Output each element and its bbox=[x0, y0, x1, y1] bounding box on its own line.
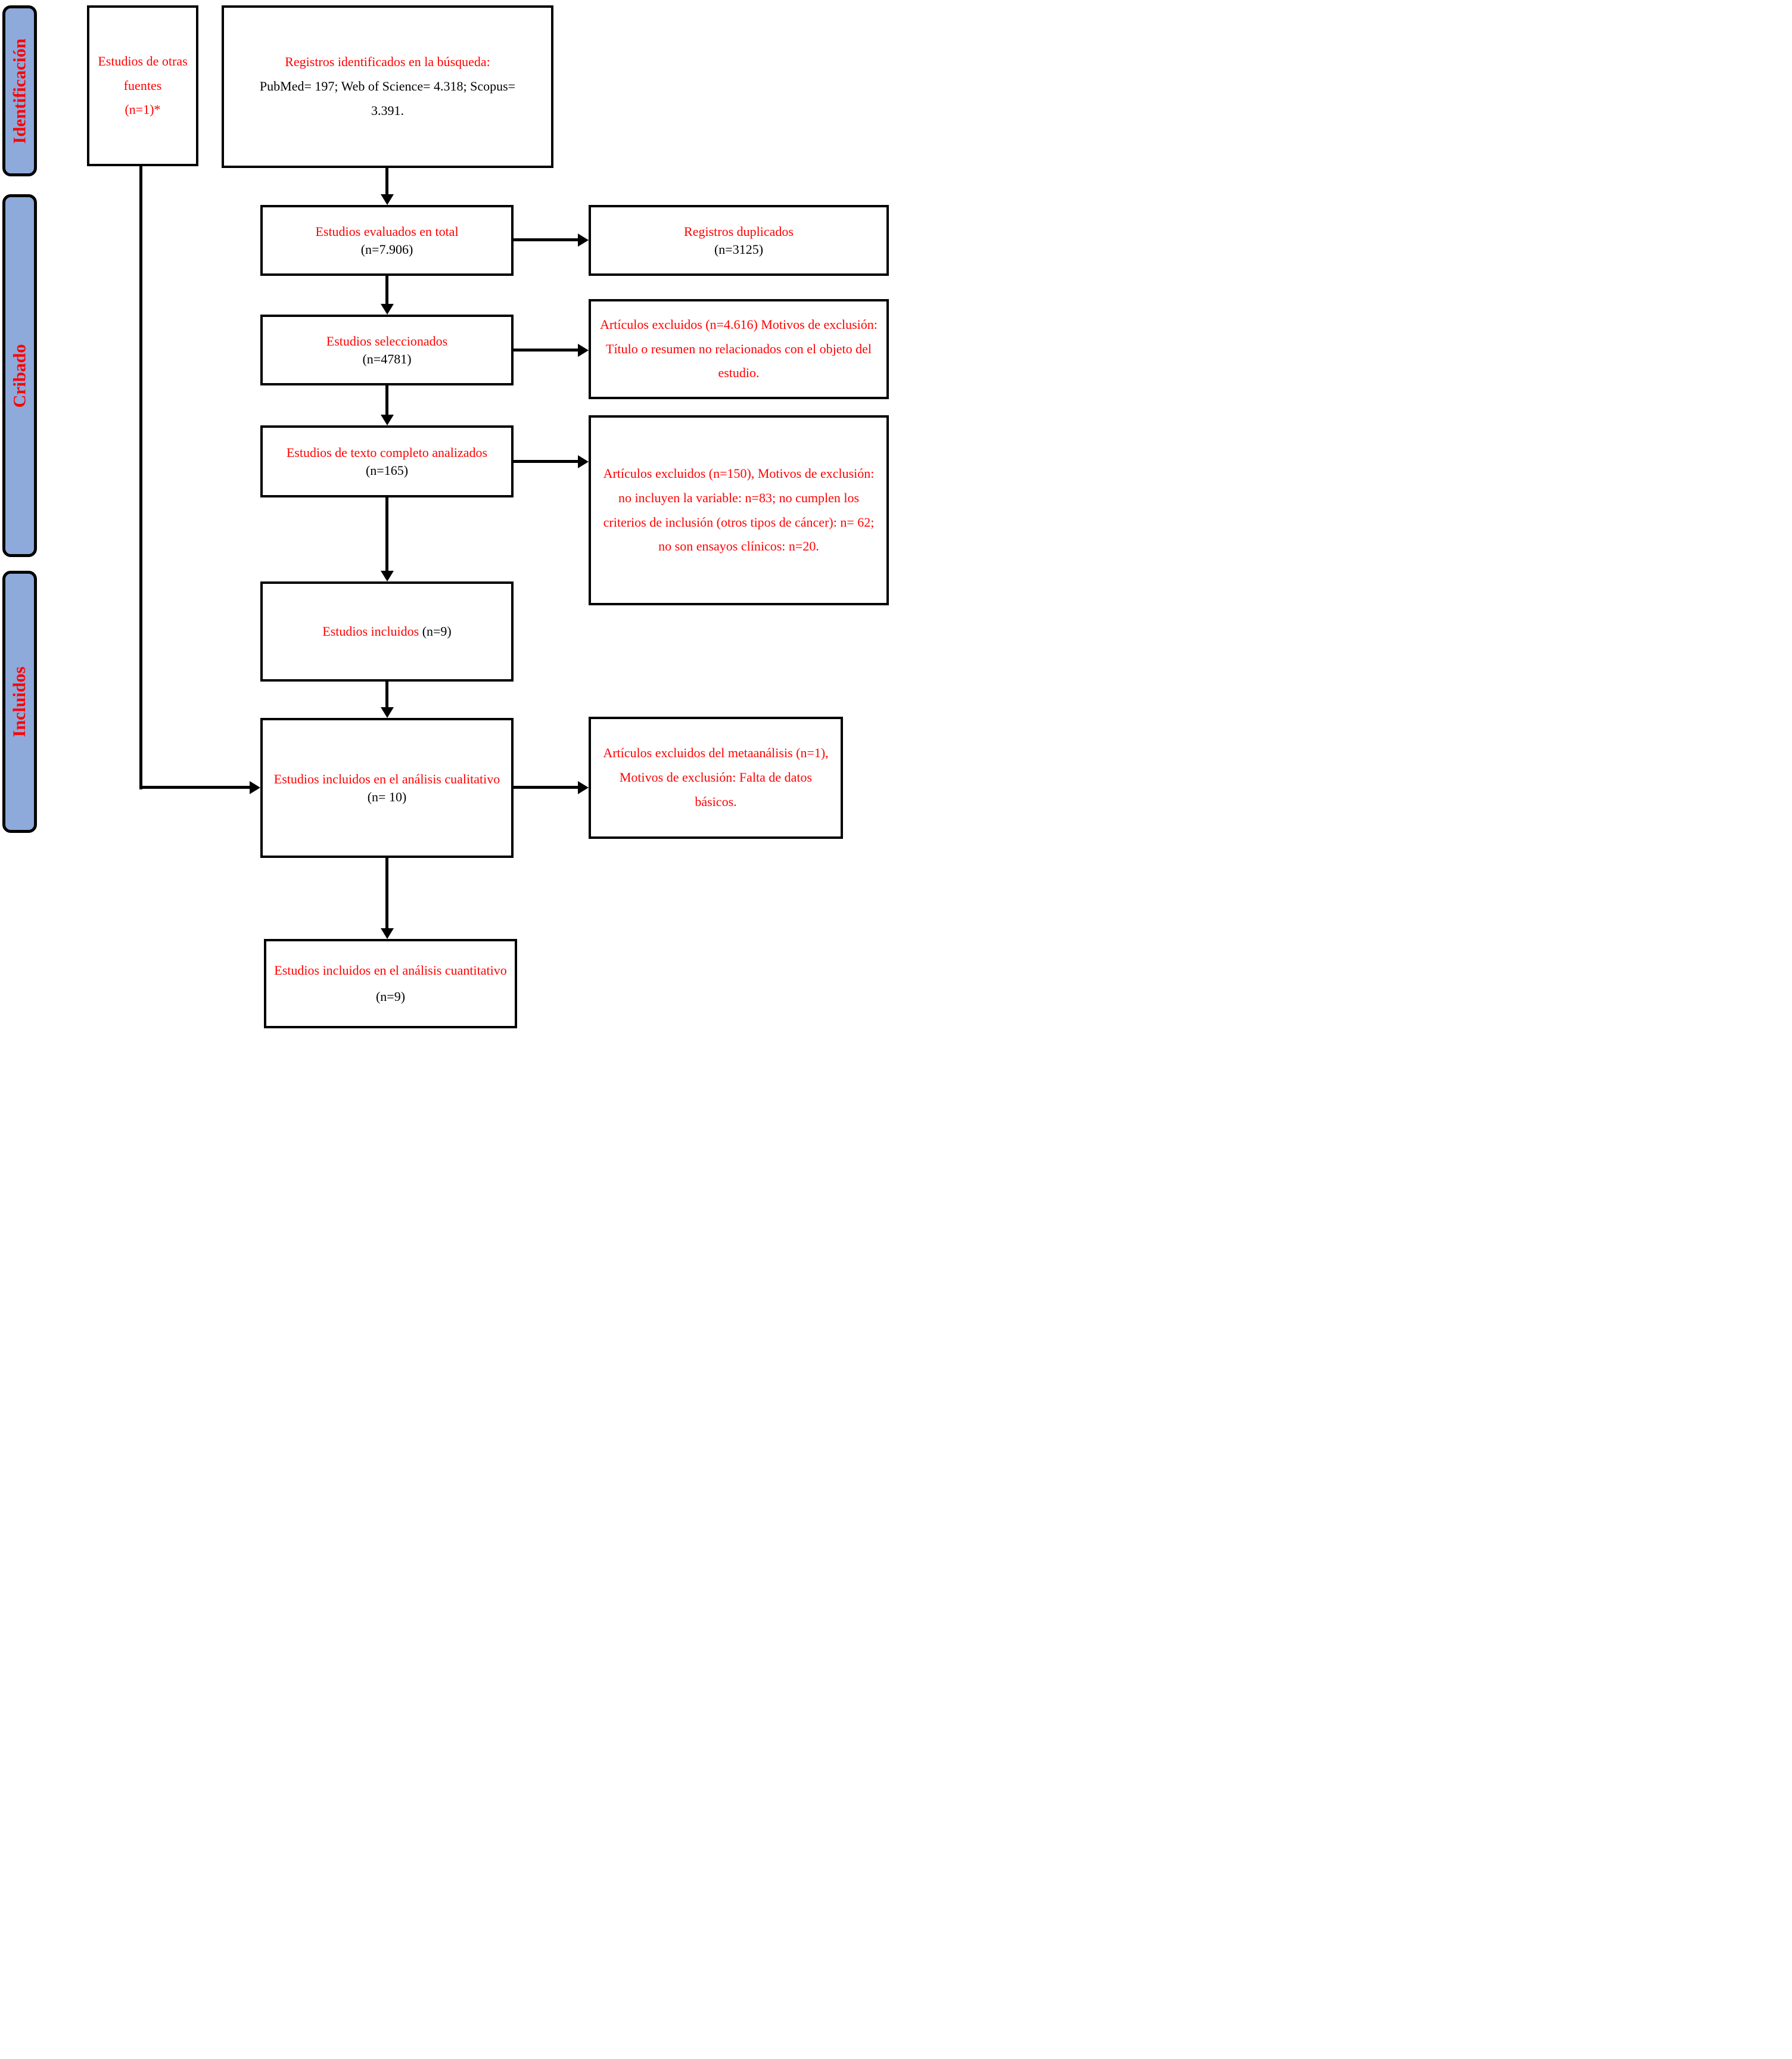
box-other-sources-n: (n=1)* bbox=[125, 102, 161, 117]
box-fulltext-analyzed-n: (n=165) bbox=[365, 462, 409, 478]
box-evaluated-total-n: (n=7.906) bbox=[360, 241, 413, 257]
box-qualitative-analysis-n: (n= 10) bbox=[367, 789, 407, 804]
box-excluded-meta-analysis-text: Artículos excluidos del metaanálisis (n=… bbox=[603, 745, 829, 809]
box-duplicates: Registros duplicados (n=3125) bbox=[589, 205, 889, 276]
box-included-studies: Estudios incluidos (n=9) bbox=[260, 581, 514, 682]
arrow-qualitative-to-excluded-meta-line bbox=[514, 786, 579, 789]
arrow-qualitative-to-quantitative-line bbox=[385, 857, 388, 929]
arrow-selected-to-excluded-screening-head-icon bbox=[578, 344, 589, 357]
box-included-studies-n: (n=9) bbox=[422, 624, 452, 639]
arrow-qualitative-to-quantitative-head-icon bbox=[381, 928, 394, 939]
arrow-qualitative-to-excluded-meta-head-icon bbox=[578, 781, 589, 794]
box-selected-title: Estudios seleccionados bbox=[326, 333, 448, 349]
box-quantitative-analysis: Estudios incluidos en el análisis cuanti… bbox=[264, 939, 517, 1028]
box-other-sources-title: Estudios de otras fuentes bbox=[98, 53, 188, 93]
box-excluded-screening: Artículos excluidos (n=4.616) Motivos de… bbox=[589, 299, 889, 399]
box-quantitative-analysis-line: Estudios incluidos en el análisis cuanti… bbox=[273, 957, 508, 1010]
box-other-sources: Estudios de otras fuentes (n=1)* bbox=[87, 5, 198, 166]
arrow-evaluated-to-duplicates-line bbox=[514, 238, 579, 241]
arrow-fulltext-to-included-head-icon bbox=[381, 571, 394, 581]
prisma-flow-diagram: Identificación Cribado Incluidos Estudio… bbox=[0, 0, 896, 1030]
box-included-studies-title: Estudios incluidos bbox=[322, 624, 419, 639]
sidebar-phase-cribado: Cribado bbox=[2, 194, 37, 557]
arrow-identified-to-evaluated-head-icon bbox=[381, 194, 394, 205]
box-records-identified: Registros identificados en la búsqueda: … bbox=[222, 5, 553, 168]
box-excluded-screening-text: Artículos excluidos (n=4.616) Motivos de… bbox=[600, 316, 878, 381]
arrow-identified-to-evaluated-line bbox=[385, 167, 388, 195]
arrow-evaluated-to-selected-head-icon bbox=[381, 304, 394, 315]
box-included-studies-line: Estudios incluidos (n=9) bbox=[322, 623, 452, 640]
box-excluded-meta-analysis: Artículos excluidos del metaanálisis (n=… bbox=[589, 717, 843, 839]
box-evaluated-total: Estudios evaluados en total (n=7.906) bbox=[260, 205, 514, 276]
sidebar-phase-identificacion: Identificación bbox=[2, 5, 37, 176]
arrow-selected-to-fulltext-line bbox=[385, 385, 388, 415]
box-selected-n: (n=4781) bbox=[362, 351, 412, 366]
box-evaluated-total-title: Estudios evaluados en total bbox=[315, 223, 459, 239]
box-records-identified-detail: PubMed= 197; Web of Science= 4.318; Scop… bbox=[259, 79, 516, 118]
arrow-included-to-qualitative-head-icon bbox=[381, 707, 394, 718]
arrow-evaluated-to-duplicates-head-icon bbox=[578, 234, 589, 247]
box-qualitative-analysis-title: Estudios incluidos en el análisis cualit… bbox=[273, 771, 500, 786]
box-qualitative-analysis-line: Estudios incluidos en el análisis cualit… bbox=[270, 770, 504, 805]
arrow-other-sources-to-qualitative-vline bbox=[139, 166, 142, 789]
arrow-selected-to-fulltext-head-icon bbox=[381, 415, 394, 425]
box-duplicates-title: Registros duplicados bbox=[684, 223, 794, 239]
sidebar-phase-incluidos: Incluidos bbox=[2, 571, 37, 833]
box-excluded-fulltext-text: Artículos excluidos (n=150), Motivos de … bbox=[603, 466, 875, 554]
box-duplicates-n: (n=3125) bbox=[714, 241, 764, 257]
sidebar-phase-incluidos-label: Incluidos bbox=[10, 666, 30, 738]
arrow-other-sources-to-qualitative-hline bbox=[139, 786, 250, 789]
box-records-identified-title: Registros identificados en la búsqueda: bbox=[285, 54, 490, 70]
box-fulltext-analyzed-title: Estudios de texto completo analizados bbox=[286, 444, 488, 460]
box-selected: Estudios seleccionados (n=4781) bbox=[260, 315, 514, 385]
box-qualitative-analysis: Estudios incluidos en el análisis cualit… bbox=[260, 718, 514, 858]
arrow-included-to-qualitative-line bbox=[385, 681, 388, 708]
arrow-evaluated-to-selected-line bbox=[385, 275, 388, 304]
arrow-selected-to-excluded-screening-line bbox=[514, 349, 579, 352]
box-excluded-fulltext: Artículos excluidos (n=150), Motivos de … bbox=[589, 415, 889, 605]
arrow-fulltext-to-excluded-fulltext-head-icon bbox=[578, 455, 589, 468]
sidebar-phase-identificacion-label: Identificación bbox=[10, 38, 30, 144]
box-quantitative-analysis-title: Estudios incluidos en el análisis cuanti… bbox=[274, 963, 507, 978]
box-quantitative-analysis-n: (n=9) bbox=[375, 989, 406, 1004]
arrow-fulltext-to-included-line bbox=[385, 497, 388, 571]
sidebar-phase-cribado-label: Cribado bbox=[10, 344, 29, 408]
arrow-fulltext-to-excluded-fulltext-line bbox=[514, 460, 579, 463]
box-fulltext-analyzed: Estudios de texto completo analizados (n… bbox=[260, 425, 514, 497]
arrow-other-sources-to-qualitative-head-icon bbox=[250, 781, 260, 794]
